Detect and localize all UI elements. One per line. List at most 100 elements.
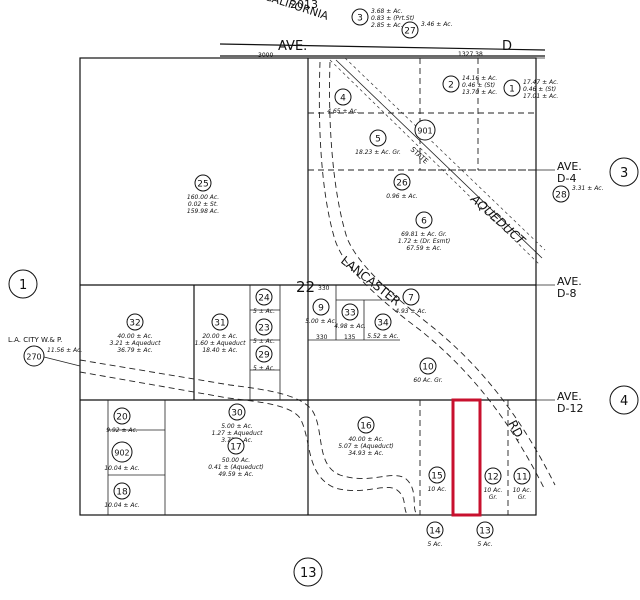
parcel-number: 18 <box>116 488 128 498</box>
parcel-26[interactable]: 26 0.96 ± Ac. <box>386 173 418 200</box>
parcel-number: 27 <box>404 27 415 37</box>
parcel-acreage-line: Gr. <box>489 494 498 501</box>
parcel-acreage-line: 0.96 ± Ac. <box>386 193 418 200</box>
parcel-number-circle <box>513 467 531 485</box>
parcel-5[interactable]: 518.23 ± Ac. Gr. <box>355 129 401 156</box>
parcel-acreage-line: 5 ± Ac. <box>253 308 275 315</box>
parcel-number-circle <box>442 75 460 93</box>
parcel-number: 4 <box>340 94 346 104</box>
parcel-acreage-line: 159.98 Ac. <box>187 208 219 215</box>
parcel-1[interactable]: 117.47 ± Ac.0.46 ± (St)17.01 ± Ac. <box>503 79 558 100</box>
highlighted-parcel[interactable] <box>451 398 482 517</box>
ave-d-letter: D <box>502 39 512 54</box>
parcel-number: 29 <box>258 351 270 361</box>
parcel-number-circle <box>428 466 446 484</box>
parcel-number: 1 <box>509 85 515 95</box>
parcel-number: 270 <box>26 353 41 362</box>
ave-d-road: AVE. D 3000 1327.38 <box>80 39 546 59</box>
parcel-23[interactable]: 235 ± Ac. <box>253 318 275 345</box>
parcel-number: 25 <box>197 180 208 190</box>
svg-text:4: 4 <box>620 394 628 409</box>
dim-330-a: 330 <box>318 285 330 292</box>
parcel-9[interactable]: 95.00 ± Ac. <box>305 298 337 325</box>
parcel-14[interactable]: 145 Ac. <box>426 521 444 548</box>
parcel-number-circle <box>426 521 444 539</box>
parcel-number: 10 <box>422 363 434 373</box>
parcel-number-circle <box>357 416 375 434</box>
parcel-20[interactable]: 209.92 ± Ac. <box>106 407 138 434</box>
parcel-number-circle <box>255 345 273 363</box>
parcel-acreage-line: 17.47 ± Ac. <box>523 79 558 86</box>
parcel-10[interactable]: 10 60 Ac. Gr. <box>413 357 443 384</box>
parcel-acreage-line: 49.59 ± Ac. <box>218 471 253 478</box>
parcel-3[interactable]: 33.68 ± Ac.0.83 ± (Prt.St)2.85 ± Ac. <box>351 8 414 29</box>
parcel-acreage-line: 0.83 ± (Prt.St) <box>371 15 414 22</box>
parcel-number: 902 <box>114 449 129 458</box>
parcel-acreage-line: 160.00 Ac. <box>187 194 219 201</box>
parcel-4[interactable]: 44.65 ± Ac. <box>327 88 359 115</box>
parcel-7[interactable]: 7 4.93 ± Ac. <box>395 288 427 315</box>
parcel-34[interactable]: 345.52 ± Ac. <box>367 313 399 340</box>
parcel-29[interactable]: 295 ± Ac. <box>253 345 275 372</box>
parcel-acreage-line: 1.27 ± Aqueduct <box>212 430 264 437</box>
parcel-number: 31 <box>214 319 225 329</box>
parcel-28[interactable]: 28 3.31 ± Ac. <box>552 185 604 203</box>
parcel-number: 7 <box>408 294 414 304</box>
parcel-6[interactable]: 669.81 ± Ac. Gr.1.72 ± (Dr. Esmt)67.59 ±… <box>398 211 450 252</box>
adjacent-page-right-bottom: 4 <box>609 385 639 415</box>
parcel-acreage-line: 18.40 ± Ac. <box>202 347 237 354</box>
parcel-number: 20 <box>116 413 128 423</box>
parcel-acreage-line: 1.72 ± (Dr. Esmt) <box>398 238 450 245</box>
parcel-number-circle <box>23 345 45 367</box>
parcel-24[interactable]: 245 ± Ac. <box>253 288 275 315</box>
parcel-acreage-line: 67.59 ± Ac. <box>406 245 441 252</box>
lancaster-road: LANCASTER RD. <box>318 61 556 491</box>
ave-d4-label: AVE.D-4 <box>557 160 582 185</box>
parcel-number: 2 <box>448 81 454 91</box>
parcel-number-circle <box>393 173 411 191</box>
parcel-labels: 33.68 ± Ac.0.83 ± (Prt.St)2.85 ± Ac.273.… <box>23 8 604 548</box>
parcel-number-circle <box>113 482 131 500</box>
parcel-acreage-line: 69.81 ± Ac. Gr. <box>401 231 447 238</box>
parcel-number-circle <box>312 298 330 316</box>
parcel-acreage-line: 4.93 ± Ac. <box>395 308 427 315</box>
parcel-901[interactable]: 901 <box>414 119 436 141</box>
parcel-acreage-line: 5.00 ± Ac. <box>221 423 253 430</box>
parcel-2[interactable]: 214.16 ± Ac.0.46 ± (St)13.70 ± Ac. <box>442 75 497 96</box>
svg-text:13: 13 <box>300 566 317 581</box>
ave-d12-label: AVE.D-12 <box>557 390 583 415</box>
parcel-acreage-line: 5.52 ± Ac. <box>367 333 399 340</box>
parcel-acreage-line: 3.31 ± Ac. <box>572 185 604 192</box>
california-label: CALIFORNIA <box>263 0 330 23</box>
parcel-27[interactable]: 27 3.46 ± Ac. <box>401 21 453 39</box>
parcel-33[interactable]: 334.98 ± Ac. <box>334 303 366 330</box>
parcel-acreage-line: 10 Ac. <box>484 487 503 494</box>
parcel-number-circle <box>476 521 494 539</box>
parcel-number-circle <box>334 88 352 106</box>
parcel-number-circle <box>402 288 420 306</box>
parcel-acreage-line: 0.46 ± (St) <box>462 82 495 89</box>
parcel-number: 901 <box>417 127 432 136</box>
parcel-number-circle <box>552 185 570 203</box>
parcel-number-circle <box>369 129 387 147</box>
parcel-acreage-line: 3.46 ± Ac. <box>421 21 453 28</box>
parcel-acreage-line: 60 Ac. Gr. <box>413 377 442 384</box>
parcel-number: 28 <box>555 191 567 201</box>
parcel-number: 26 <box>396 179 408 189</box>
parcel-acreage-line: 20.00 ± Ac. <box>202 333 237 340</box>
parcel-number: 17 <box>230 443 241 453</box>
parcel-13[interactable]: 135 Ac. <box>476 521 494 548</box>
state-label-top: STATE <box>409 146 430 166</box>
